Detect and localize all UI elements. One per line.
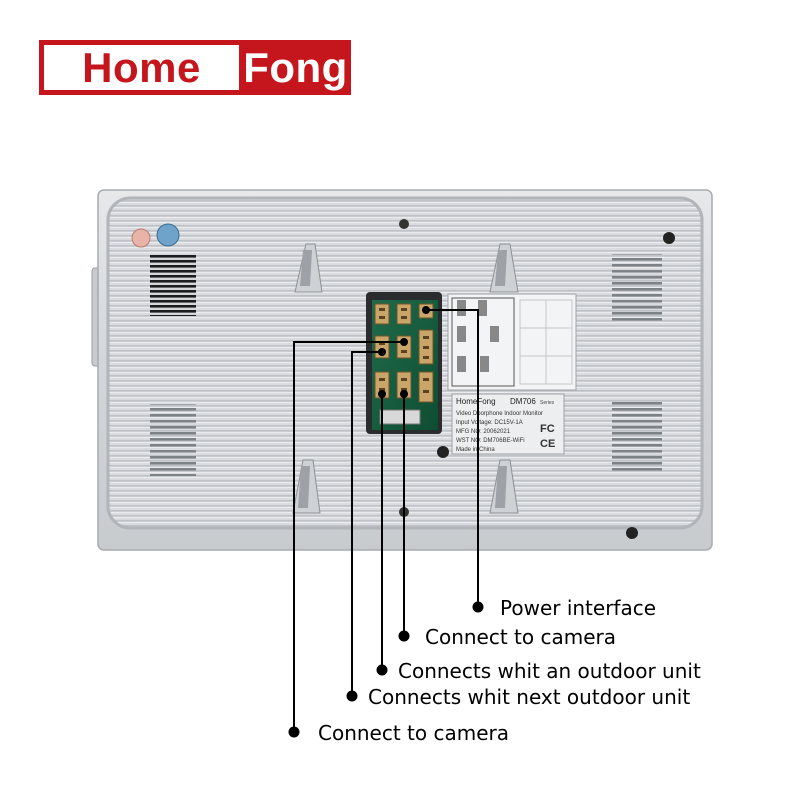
holo-sticker <box>156 223 180 247</box>
mount-hook <box>294 243 323 293</box>
leader-power-interface <box>426 309 479 606</box>
brand-logo-home: Home <box>44 45 239 90</box>
leader-next-outdoor-unit <box>351 351 382 694</box>
wiring-diagram-sticker <box>447 293 577 391</box>
label-series: Series <box>540 400 555 406</box>
callout-leader-lines <box>293 309 479 730</box>
leader-camera-2 <box>293 341 404 730</box>
label-line: Made in China <box>456 447 495 453</box>
screw-hole <box>437 446 449 458</box>
label-line: Video Doorphone Indoor Monitor <box>456 411 543 417</box>
callout-connect-to-camera: Connect to camera <box>425 625 617 649</box>
rating-label: HomeFong DM706 Series Video Doorphone In… <box>451 393 565 455</box>
callout-next-outdoor-unit: Connects whit next outdoor unit <box>368 685 691 709</box>
brand-logo: Home Fong <box>39 40 351 95</box>
screw-hole <box>399 219 409 229</box>
callout-power-interface: Power interface <box>500 596 657 620</box>
label-line: Input Voltage: DC15V-1A <box>456 420 523 426</box>
screw-hole <box>663 232 675 244</box>
screw-hole <box>626 527 638 539</box>
connector-markers <box>378 306 430 398</box>
seal-sticker <box>131 228 151 248</box>
speaker-grille <box>150 254 196 316</box>
label-line: WST NO: DM706BE-WiFi <box>456 438 525 444</box>
vent-left-bottom <box>150 404 196 476</box>
fc-mark: FC <box>540 423 555 435</box>
callout-bullets <box>288 601 484 738</box>
vent-right-top <box>612 254 662 324</box>
mount-hook <box>489 459 519 514</box>
label-model: DM706 <box>510 397 536 406</box>
callout-connect-to-camera-2: Connect to camera <box>318 721 510 745</box>
ce-mark: CE <box>540 438 555 450</box>
mount-hook <box>292 459 321 514</box>
label-line: MFG NO: 20062021 <box>456 429 511 435</box>
brand-logo-fong: Fong <box>243 44 348 91</box>
callout-outdoor-unit: Connects whit an outdoor unit <box>398 659 701 683</box>
mount-hook <box>489 243 519 293</box>
label-brand: HomeFong <box>456 397 496 406</box>
vent-right-bottom <box>612 402 662 474</box>
